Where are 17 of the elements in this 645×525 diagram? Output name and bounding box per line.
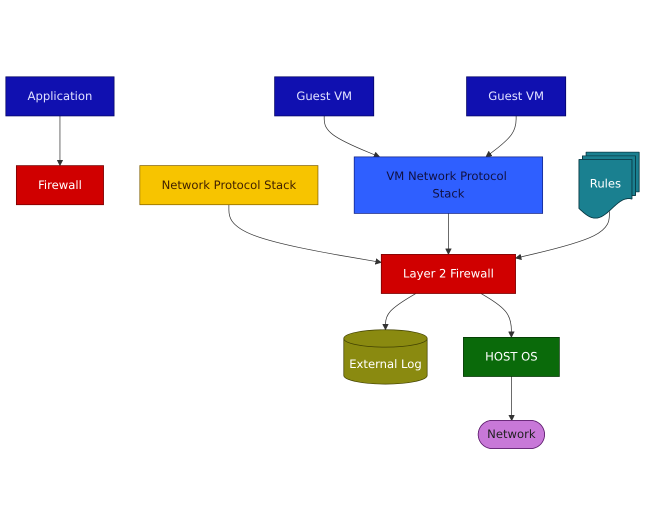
node-box: Layer 2 Firewall xyxy=(380,254,516,294)
arrow xyxy=(508,376,515,421)
arrow xyxy=(480,292,515,338)
node-box: Firewall xyxy=(16,165,104,205)
arrow xyxy=(228,204,382,264)
arrow xyxy=(56,115,64,166)
node-box: Application xyxy=(5,76,114,116)
node-box: Guest VM xyxy=(466,76,566,116)
arrow xyxy=(324,115,380,158)
node-box: HOST OS xyxy=(463,336,560,377)
arrow xyxy=(515,210,610,260)
arrow xyxy=(382,292,416,330)
arrow xyxy=(445,212,452,254)
arrow xyxy=(486,115,516,157)
node-box: VM Network Protocol Stack xyxy=(354,156,544,214)
node-box: Guest VM xyxy=(274,76,374,116)
node-box: Network Protocol Stack xyxy=(139,165,318,205)
